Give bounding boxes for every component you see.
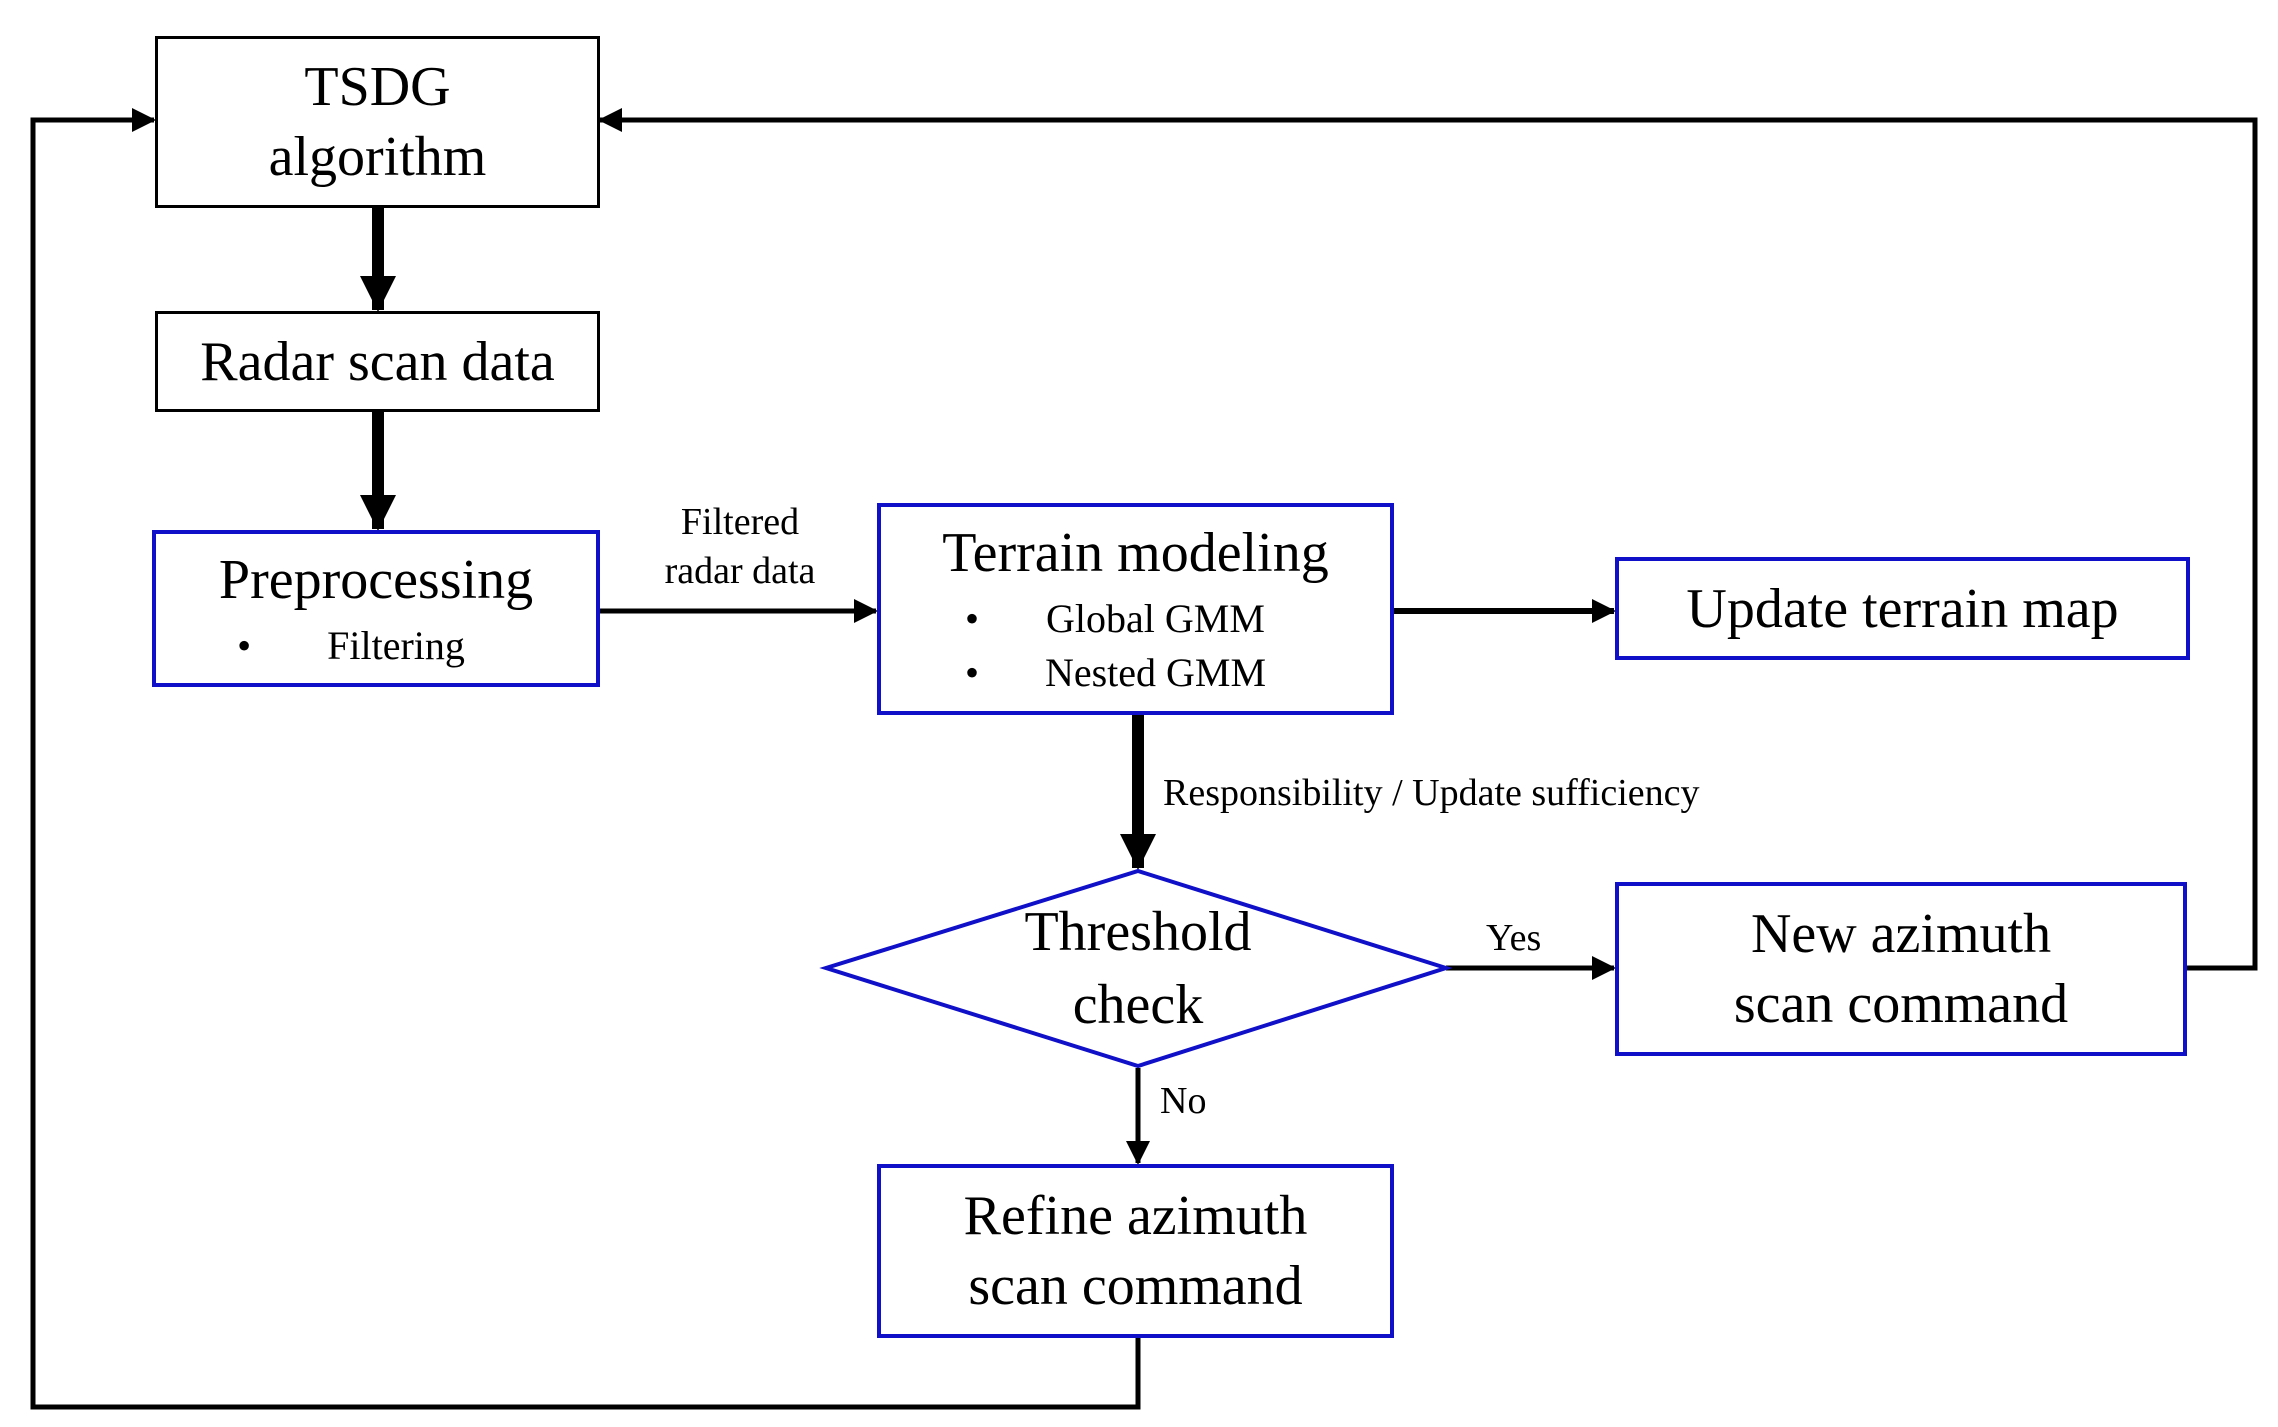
radar-scan-data-box: Radar scan data	[155, 311, 600, 412]
edge-label-filtered-line2: radar data	[664, 550, 816, 593]
tsdg-algorithm-box: TSDG algorithm	[155, 36, 600, 208]
edge-label-no: No	[1160, 1080, 1207, 1122]
bullet-dot: •	[964, 650, 979, 695]
terrain-modeling-box: Terrain modeling • Global GMM • Nested G…	[877, 503, 1394, 715]
edge-label-responsibility: Responsibility / Update sufficiency	[1163, 772, 1700, 814]
new-azimuth-line2: scan command	[1733, 973, 2069, 1035]
refine-azimuth-line1: Refine azimuth	[963, 1185, 1308, 1247]
bullet-dot: •	[964, 596, 979, 641]
terrain-item-label: Nested GMM	[1044, 650, 1267, 695]
tsdg-subtitle: algorithm	[268, 126, 487, 188]
terrain-item-nested-gmm: • Nested GMM	[965, 646, 1267, 700]
preprocessing-item-filtering: • Filtering	[237, 619, 465, 673]
bullet-dot: •	[237, 622, 252, 668]
tsdg-title: TSDG	[304, 56, 451, 118]
feedback-new-azimuth-to-tsdg	[598, 108, 2258, 971]
update-terrain-map-box: Update terrain map	[1615, 557, 2190, 660]
threshold-line2: check	[1072, 973, 1204, 1036]
threshold-diamond	[819, 868, 1453, 1069]
threshold-line1: Threshold	[1024, 901, 1252, 963]
update-terrain-map-label: Update terrain map	[1686, 577, 2119, 640]
radar-scan-data-label: Radar scan data	[200, 330, 555, 393]
terrain-modeling-title: Terrain modeling	[942, 522, 1329, 584]
refine-azimuth-scan-command-box: Refine azimuth scan command	[877, 1164, 1394, 1338]
new-azimuth-line1: New azimuth	[1750, 903, 2052, 965]
terrain-modeling-list: • Global GMM • Nested GMM	[965, 592, 1267, 700]
terrain-item-label: Global GMM	[1046, 596, 1265, 641]
preprocessing-title: Preprocessing	[218, 548, 534, 611]
preprocessing-box: Preprocessing • Filtering	[152, 530, 600, 687]
terrain-item-global-gmm: • Global GMM	[965, 592, 1266, 646]
new-azimuth-scan-command-box: New azimuth scan command	[1615, 882, 2187, 1056]
preprocessing-item-label: Filtering	[327, 622, 465, 668]
refine-azimuth-line2: scan command	[968, 1255, 1303, 1317]
edge-label-filtered-radar-data: Filtered radar data	[630, 498, 850, 597]
feedback-refine-azimuth-to-tsdg	[30, 108, 1141, 1410]
edge-label-filtered-line1: Filtered	[680, 501, 800, 543]
preprocessing-list: • Filtering	[237, 619, 465, 673]
threshold-check-label: Threshold check	[926, 896, 1350, 1042]
edge-label-yes: Yes	[1486, 917, 1542, 959]
